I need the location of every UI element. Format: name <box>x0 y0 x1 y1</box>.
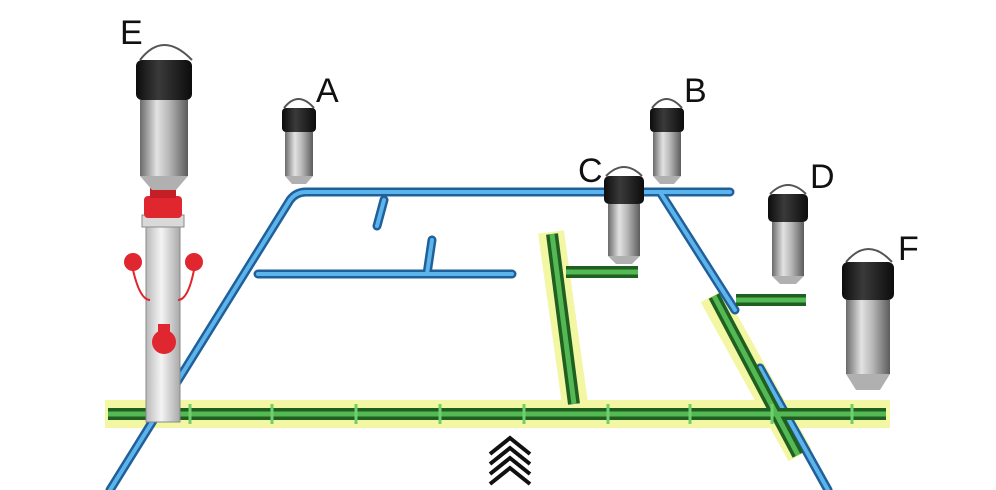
blue-pipe-network <box>105 187 833 490</box>
filter-e <box>136 44 193 190</box>
label-a: A <box>316 72 339 110</box>
green-pipe-network <box>108 233 886 458</box>
filter-f <box>842 248 894 390</box>
fire-hydrant <box>124 188 203 423</box>
label-b: B <box>684 72 707 110</box>
label-c: C <box>578 152 603 190</box>
filter-a <box>282 98 316 184</box>
flow-direction-chevrons-icon <box>488 435 532 486</box>
label-f: F <box>898 230 919 268</box>
pipe-joints <box>188 404 854 424</box>
filter-b <box>650 98 684 184</box>
label-d: D <box>810 158 835 196</box>
filter-c <box>604 166 644 264</box>
filter-d <box>768 184 808 284</box>
label-e: E <box>120 14 143 52</box>
